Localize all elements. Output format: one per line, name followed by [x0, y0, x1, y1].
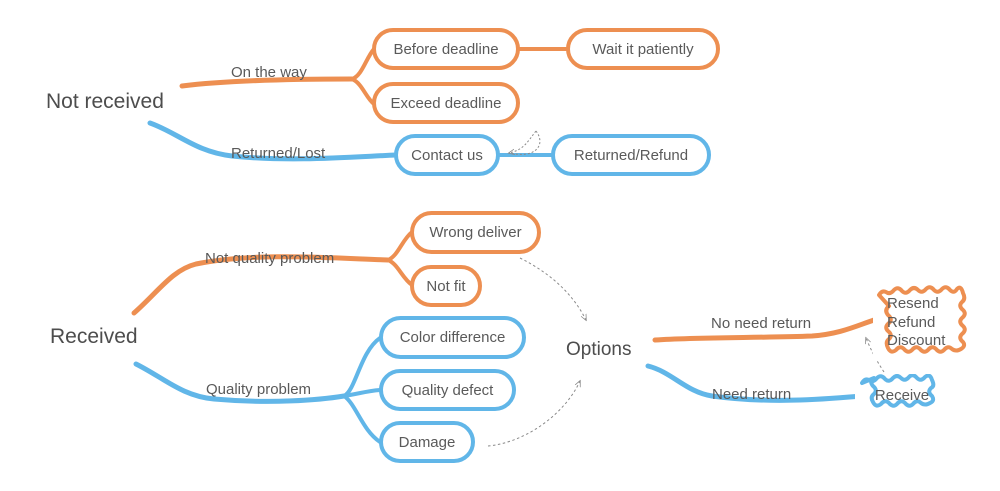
node-returned-refund[interactable]: Returned/Refund	[551, 134, 711, 176]
hub-label-options: Options	[566, 339, 632, 360]
annotation-returned-refund-to-contact-us-tail	[508, 130, 541, 155]
edge-label-no-need-return: No need return	[711, 315, 812, 332]
sketch-node-label: Receive	[874, 386, 930, 404]
node-exceed-deadline[interactable]: Exceed deadline	[372, 82, 520, 124]
node-wrong-deliver[interactable]: Wrong deliver	[410, 211, 541, 254]
edge-label-need-return: Need return	[712, 386, 792, 403]
wire-qp-to-damage	[342, 394, 382, 444]
sketch-node-resend-refund-discount[interactable]: Resend Refund Discount	[873, 285, 971, 361]
node-label: Returned/Refund	[573, 146, 689, 164]
node-quality-defect[interactable]: Quality defect	[379, 369, 516, 411]
node-label: Before deadline	[393, 40, 499, 58]
sketch-node-label: Resend Refund Discount	[887, 294, 946, 350]
node-wait-it-patiently[interactable]: Wait it patiently	[566, 28, 720, 70]
node-label: Color difference	[399, 329, 506, 346]
node-label: Wait it patiently	[592, 40, 694, 58]
wire-nqp-to-not-fit	[386, 258, 414, 287]
node-label: Wrong deliver	[429, 224, 522, 241]
edge-label-quality-problem: Quality problem	[206, 381, 312, 398]
node-contact-us[interactable]: Contact us	[394, 134, 500, 176]
wire-qp-to-quality-defect	[342, 388, 382, 398]
node-color-difference[interactable]: Color difference	[379, 316, 526, 359]
wire-qp-to-color-difference	[342, 336, 382, 398]
edge-label-returned-lost: Returned/Lost	[231, 145, 326, 162]
node-label: Exceed deadline	[390, 94, 502, 112]
node-label: Quality defect	[401, 381, 494, 399]
sketch-node-receive[interactable]: Receive	[855, 374, 945, 418]
wire-on-the-way-to-exceed-deadline	[350, 77, 376, 106]
node-before-deadline[interactable]: Before deadline	[372, 28, 520, 70]
node-not-fit[interactable]: Not fit	[410, 265, 482, 307]
node-damage[interactable]: Damage	[379, 421, 475, 463]
edge-label-not-quality-problem: Not quality problem	[205, 250, 335, 267]
wire-nqp-to-wrong-deliver	[386, 230, 414, 262]
node-label: Not fit	[426, 277, 466, 295]
root-label-not-received: Not received	[46, 90, 164, 113]
annotation-wrong-deliver-to-options	[519, 257, 586, 320]
annotation-returned-refund-to-contact-us	[509, 130, 537, 153]
edge-label-on-the-way: On the way	[231, 64, 307, 81]
root-label-received: Received	[50, 325, 138, 348]
node-label: Damage	[398, 433, 456, 451]
node-label: Contact us	[411, 146, 483, 164]
wire-on-the-way-to-before-deadline	[350, 47, 376, 81]
